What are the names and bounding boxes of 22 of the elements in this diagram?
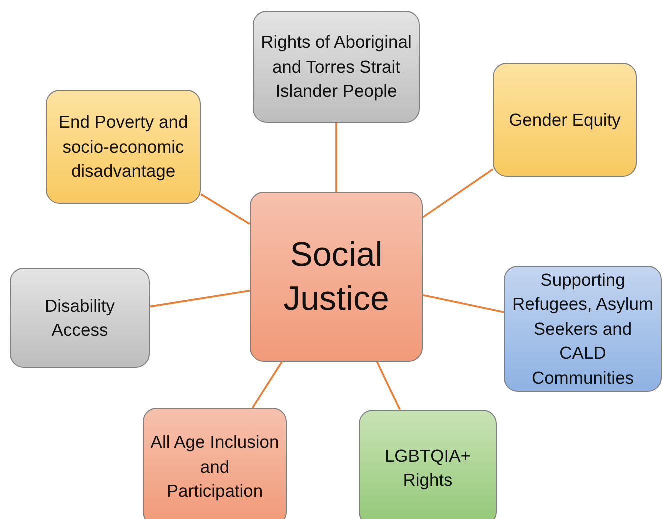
topic-label: Gender Equity — [509, 108, 621, 132]
topic-box — [359, 410, 497, 519]
topic-box — [143, 408, 287, 519]
topic-label: End Poverty and socio-economic disadvantage — [58, 111, 190, 184]
connector-line — [376, 362, 402, 410]
topic-label: Supporting Refugees, Asylum Seekers and CALD Communities — [511, 268, 655, 390]
topic-label: All Age Inclusion and Participation — [150, 431, 280, 504]
connector-line — [252, 362, 283, 408]
connector-line — [422, 168, 494, 218]
topic-box — [46, 90, 201, 204]
connector-line — [200, 194, 250, 225]
topic-box — [253, 11, 420, 123]
connector-line — [336, 123, 338, 192]
topic-box — [10, 268, 150, 368]
connector-line — [422, 294, 504, 314]
connector-line — [150, 290, 250, 308]
topic-label: Social Justice — [282, 234, 390, 320]
topic-label: Rights of Aboriginal and Torres Strait Islander People — [260, 31, 413, 104]
topic-label: Disability Access — [44, 294, 116, 342]
topic-label: LGBTQIA+ Rights — [384, 444, 472, 492]
topic-box — [250, 192, 423, 362]
topic-box — [493, 63, 637, 177]
